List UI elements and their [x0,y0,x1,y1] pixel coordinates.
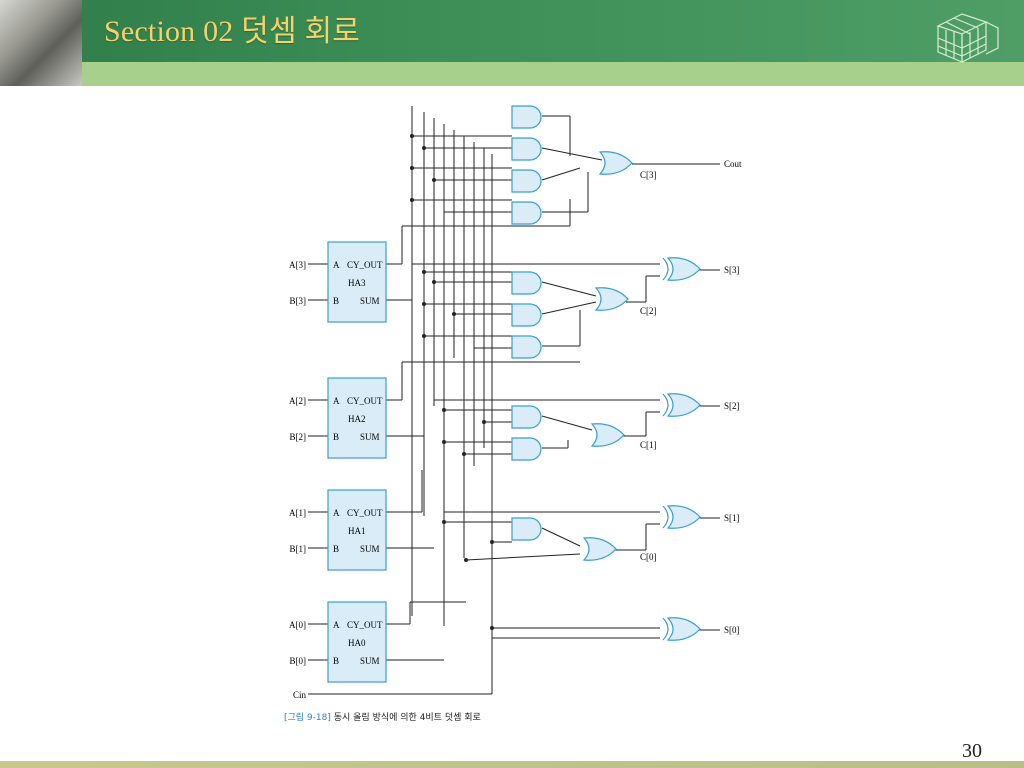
ha1-pin-b: B [333,544,339,554]
ha3-pin-a: A [333,260,340,270]
ha2-pin-b: B [333,432,339,442]
c3-label: C[3] [640,170,657,180]
ha2-name: HA2 [348,414,366,424]
ha2-carry: CY_OUT [347,396,383,406]
ha1-name: HA1 [348,526,366,536]
s1-label: S[1] [724,513,740,523]
xor-gates [662,257,701,641]
half-adder-ha1: A[1] B[1] A B CY_OUT SUM HA1 [289,489,387,571]
s3-label: S[3] [724,265,740,275]
half-adder-ha3: A[3] B[3] A B CY_OUT SUM HA3 [289,241,387,323]
page-number: 30 [962,740,982,762]
c2-label: C[2] [640,306,657,316]
ha1-in-a: A[1] [289,508,306,518]
ha3-name: HA3 [348,278,366,288]
ha0-pin-b: B [333,656,339,666]
ha3-pin-b: B [333,296,339,306]
c0-label: C[0] [640,552,657,562]
figure-number: [그림 9-18] [284,713,331,723]
ha0-sum: SUM [360,656,380,666]
c1-label: C[1] [640,440,657,450]
ha1-sum: SUM [360,544,380,554]
footer-bar [0,761,1024,768]
ha1-carry: CY_OUT [347,508,383,518]
bus-wires [308,106,720,695]
ha2-in-a: A[2] [289,396,306,406]
cin-label: Cin [293,690,307,700]
cout-label: Cout [724,159,742,169]
header-accent-strip [0,62,1024,86]
half-adder-ha0: A[0] B[0] A B CY_OUT SUM HA0 [289,601,387,683]
page-title: Section 02 덧셈 회로 [104,15,361,48]
figure-caption: [그림 9-18] 동시 올림 방식에 의한 4비트 덧셈 회로 [284,710,481,723]
ha0-in-a: A[0] [289,620,306,630]
or-gates [583,151,633,561]
figure-caption-text: 동시 올림 방식에 의한 4비트 덧셈 회로 [330,713,481,723]
ha2-in-b: B[2] [290,432,307,442]
ha0-carry: CY_OUT [347,620,383,630]
ha3-carry: CY_OUT [347,260,383,270]
ha2-sum: SUM [360,432,380,442]
ha3-in-a: A[3] [289,260,306,270]
adder-circuit-diagram: A[3] B[3] A B CY_OUT SUM HA3 A[2] B[2] A… [289,105,742,700]
ha1-pin-a: A [333,508,340,518]
cube-logo-icon [936,13,999,63]
ha3-sum: SUM [360,296,380,306]
junction-dots [410,134,494,630]
ha0-pin-a: A [333,620,340,630]
ha0-in-b: B[0] [290,656,307,666]
header-bar [0,0,1024,62]
ha0-name: HA0 [348,638,366,648]
ha2-pin-a: A [333,396,340,406]
ha1-in-b: B[1] [290,544,307,554]
half-adder-ha2: A[2] B[2] A B CY_OUT SUM HA2 [289,377,387,459]
and-gates [511,105,542,541]
s0-label: S[0] [724,625,740,635]
corner-photo-image [0,0,82,86]
ha3-in-b: B[3] [290,296,307,306]
s2-label: S[2] [724,401,740,411]
